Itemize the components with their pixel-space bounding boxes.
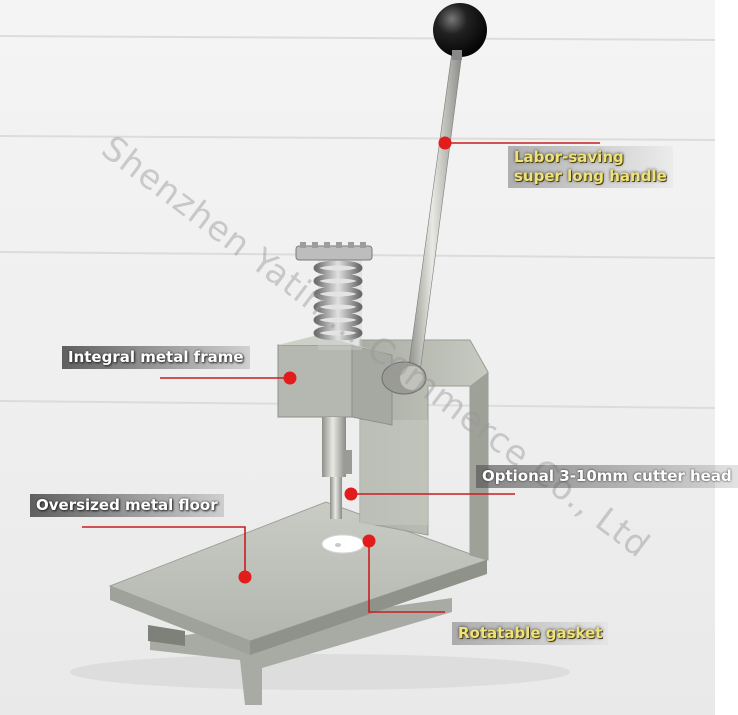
punch-press-illustration [0,3,716,705]
label-handle: Labor-saving super long handle [508,146,673,188]
knob-ball [433,3,487,57]
label-floor: Oversized metal floor [30,494,224,517]
label-frame: Integral metal frame [62,346,250,369]
dot-floor [238,570,252,584]
dot-handle [438,136,452,150]
label-handle-line2: super long handle [514,166,667,185]
dot-gasket [362,534,376,548]
label-gasket: Rotatable gasket [452,622,609,645]
callout-lines [82,142,600,613]
dot-cutter [344,487,358,501]
callout-dots [238,136,452,584]
handle [381,3,487,395]
gasket-disc [321,534,365,554]
label-handle-line1: Labor-saving [514,148,624,166]
label-cutter: Optional 3-10mm cutter head [476,465,738,488]
spring [295,242,373,350]
dot-frame [283,371,297,385]
floor-shadow [70,654,570,690]
head-housing [277,335,393,519]
